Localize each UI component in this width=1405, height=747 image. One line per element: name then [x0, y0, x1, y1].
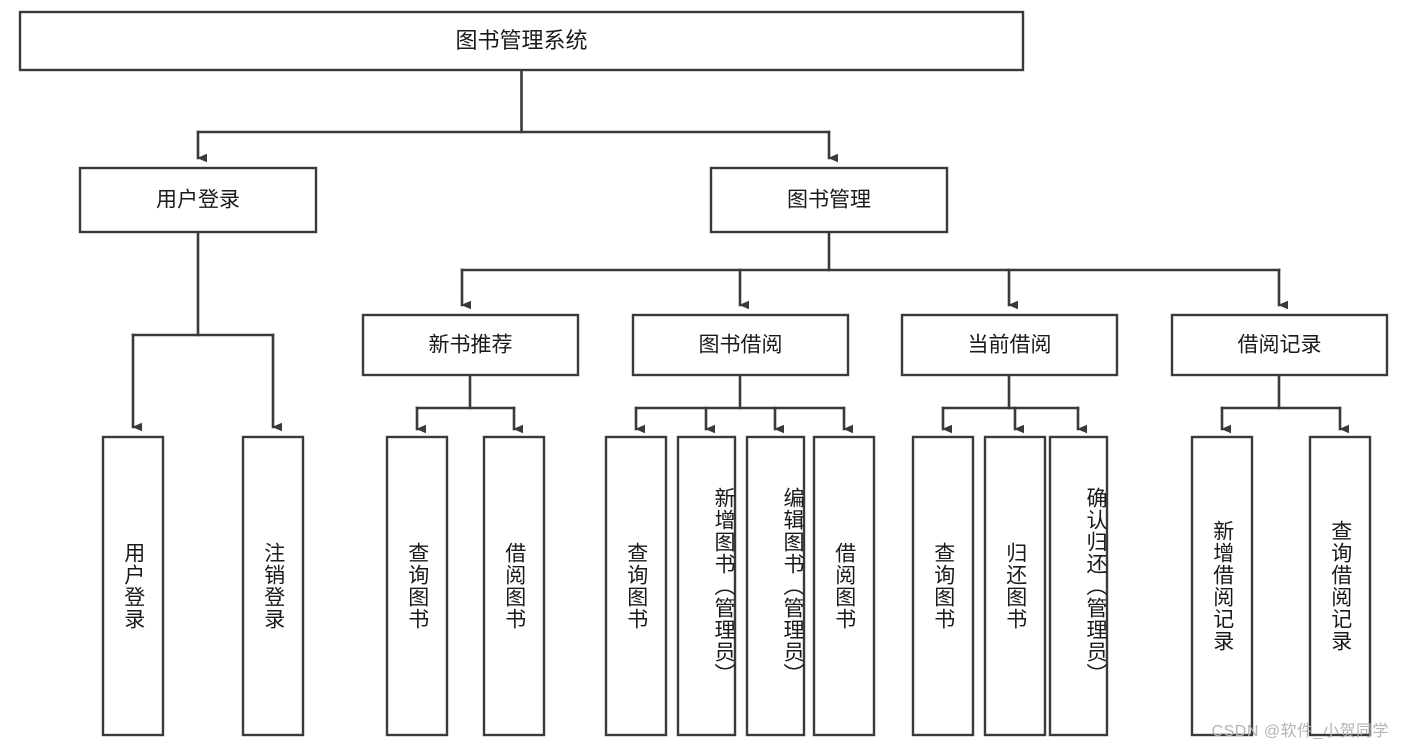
node-user-login[interactable] — [78, 166, 318, 234]
node-user-logout[interactable] — [241, 435, 305, 737]
node-nb-query-book[interactable] — [385, 435, 449, 737]
node-new-book-recommend-label: 新书推荐 — [429, 334, 513, 357]
node-nb-borrow-book[interactable] — [482, 435, 546, 737]
node-current-borrow[interactable] — [900, 313, 1119, 377]
node-layer: 图书管理系统 用户登录 图书管理 新书推荐 图书借阅 当前借阅 借阅记录 — [18, 10, 1389, 737]
watermark: CSDN @软件_小贺同学 — [1211, 723, 1389, 740]
node-cb-query-book[interactable] — [911, 435, 975, 737]
node-root[interactable] — [18, 10, 1025, 72]
node-bb-add-book[interactable] — [676, 435, 737, 737]
node-bb-edit-book[interactable] — [745, 435, 806, 737]
node-cb-confirm-return[interactable] — [1048, 435, 1109, 737]
node-new-book-recommend[interactable] — [361, 313, 580, 377]
node-current-borrow-label: 当前借阅 — [968, 334, 1052, 357]
node-borrow-record-label: 借阅记录 — [1238, 334, 1322, 357]
node-borrow-record[interactable] — [1170, 313, 1389, 377]
node-user-login-label: 用户登录 — [156, 189, 240, 212]
connector-layer — [131, 68, 1349, 434]
node-br-query-record[interactable] — [1308, 435, 1372, 737]
node-bb-query-book[interactable] — [604, 435, 668, 737]
node-user-login-do[interactable] — [101, 435, 165, 737]
node-book-borrow-label: 图书借阅 — [699, 334, 783, 357]
node-book-borrow[interactable] — [631, 313, 850, 377]
node-root-label: 图书管理系统 — [455, 28, 587, 53]
node-book-management[interactable] — [709, 166, 949, 234]
node-br-add-record[interactable] — [1190, 435, 1254, 737]
node-cb-return-book[interactable] — [983, 435, 1047, 737]
node-bb-borrow-book[interactable] — [812, 435, 876, 737]
node-book-management-label: 图书管理 — [787, 189, 871, 212]
